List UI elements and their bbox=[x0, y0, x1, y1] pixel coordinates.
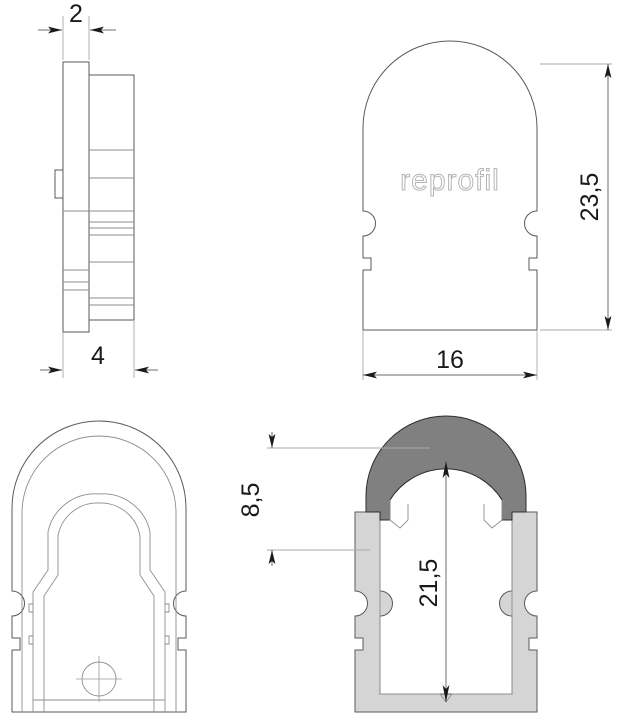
rear-view-rib-right-outer bbox=[98, 493, 166, 712]
rear-view bbox=[11, 420, 187, 713]
rear-view-inner-shell bbox=[21, 435, 177, 712]
rear-view-notch-left-1 bbox=[28, 603, 33, 613]
dimension-16-arrow-left bbox=[363, 371, 377, 379]
dimension-16-label: 16 bbox=[436, 346, 464, 374]
dimension-2: 2 bbox=[38, 0, 116, 34]
brand-logo-reprofil: reprofil bbox=[400, 164, 500, 197]
rear-view-notch-left-2 bbox=[28, 635, 33, 645]
cross-section-view: 8,5 21,5 bbox=[237, 415, 538, 713]
dimension-8-5: 8,5 bbox=[237, 432, 276, 566]
side-view-left-tab bbox=[54, 169, 64, 199]
dimension-16: 16 bbox=[363, 346, 537, 379]
dimension-21-5-arrow-top bbox=[442, 461, 450, 478]
dimension-8-5-arrow-top bbox=[268, 434, 276, 448]
side-view-flange bbox=[62, 61, 90, 333]
dimension-2-label: 2 bbox=[69, 0, 83, 28]
section-clip-left bbox=[389, 500, 409, 529]
dimension-4-label: 4 bbox=[91, 342, 105, 370]
rear-view-center-hole bbox=[76, 656, 122, 702]
rear-view-rib-left-outer bbox=[32, 493, 100, 712]
side-view-body bbox=[89, 74, 135, 321]
rear-view-outline bbox=[11, 420, 187, 713]
rear-view-notch-right-2 bbox=[165, 635, 170, 645]
dimension-21-5-label: 21,5 bbox=[415, 559, 443, 608]
dimension-21-5: 21,5 bbox=[415, 461, 450, 702]
dimension-2-arrow-left bbox=[48, 26, 62, 34]
dimension-23-5: 23,5 bbox=[576, 64, 612, 330]
dimension-8-5-arrow-bottom bbox=[268, 550, 276, 564]
dimension-21-5-arrow-bottom bbox=[442, 685, 450, 702]
dimension-8-5-label: 8,5 bbox=[237, 483, 265, 518]
dimension-4: 4 bbox=[40, 342, 158, 374]
side-view-profile bbox=[54, 61, 135, 333]
dimension-4-arrow-right bbox=[135, 366, 149, 374]
section-clip-right bbox=[483, 500, 503, 529]
front-view: reprofil 23,5 16 bbox=[362, 40, 612, 380]
rear-view-rib-left-inner bbox=[43, 502, 100, 712]
rear-view-rib-right-inner bbox=[98, 502, 155, 712]
dimension-23-5-arrow-top bbox=[604, 64, 612, 78]
dimension-4-arrow-left bbox=[48, 366, 62, 374]
dimension-23-5-arrow-bottom bbox=[604, 316, 612, 330]
front-view-outline bbox=[362, 40, 538, 331]
side-view: 2 bbox=[38, 0, 158, 378]
dimension-23-5-label: 23,5 bbox=[576, 173, 604, 222]
dimension-16-arrow-right bbox=[523, 371, 537, 379]
rear-view-notch-right-1 bbox=[165, 603, 170, 613]
dimension-2-arrow-right bbox=[90, 26, 104, 34]
